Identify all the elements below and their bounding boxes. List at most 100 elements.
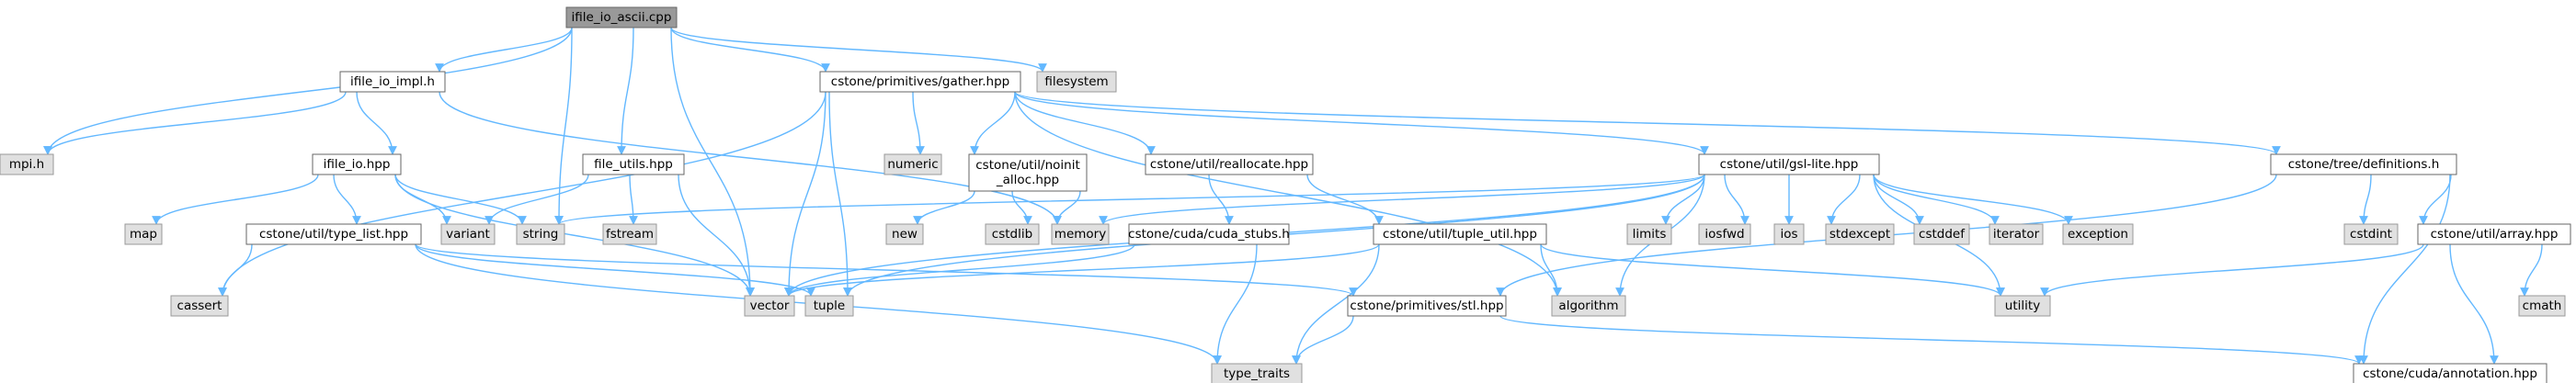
node-tupleutil[interactable]: cstone/util/tuple_util.hpp bbox=[1373, 223, 1547, 245]
node-label: iosfwd bbox=[1704, 227, 1744, 242]
node-filesystem: filesystem bbox=[1036, 71, 1117, 93]
edge-impl-to-mpi bbox=[43, 91, 347, 155]
edge-gather-to-cassert bbox=[218, 91, 826, 297]
edge-tupleutil-to-vector bbox=[784, 243, 1380, 297]
edge-treedef-to-array bbox=[2419, 174, 2452, 225]
node-box bbox=[2518, 295, 2566, 317]
edge-gather-to-noinit bbox=[970, 91, 1016, 155]
edge-treedef-to-annotation bbox=[2359, 174, 2451, 365]
node-ios: ios bbox=[1773, 223, 1805, 245]
node-label: cstone/tree/definitions.h bbox=[2288, 157, 2440, 172]
node-box bbox=[985, 223, 1040, 245]
node-box bbox=[2062, 223, 2134, 245]
node-cudastubs[interactable]: cstone/cuda/cuda_stubs.h bbox=[1128, 223, 1290, 245]
node-box bbox=[582, 153, 685, 175]
node-typelist[interactable]: cstone/util/type_list.hpp bbox=[245, 223, 422, 245]
node-box bbox=[1994, 295, 2051, 317]
edge-fileutils-to-variant bbox=[484, 174, 589, 225]
node-treedef[interactable]: cstone/tree/definitions.h bbox=[2270, 153, 2457, 175]
node-label: cstdlib bbox=[992, 227, 1032, 242]
node-array[interactable]: cstone/util/array.hpp bbox=[2417, 223, 2571, 245]
node-stl[interactable]: cstone/primitives/stl.hpp bbox=[1347, 295, 1507, 317]
node-label: variant bbox=[446, 227, 490, 242]
edge-tupleutil-to-algorithm bbox=[1540, 243, 1562, 297]
node-iosfwd: iosfwd bbox=[1698, 223, 1751, 245]
edge-gsl-to-cstddef bbox=[1873, 174, 1924, 225]
node-box bbox=[245, 223, 422, 245]
edge-gather-to-treedef bbox=[1014, 91, 2281, 155]
edge-fileutils-to-vector bbox=[678, 174, 755, 297]
node-label: ios bbox=[1780, 227, 1797, 242]
node-root: ifile_io_ascii.cpp bbox=[565, 6, 678, 28]
node-label: mpi.h bbox=[9, 157, 44, 172]
edge-tupleutil-to-utility bbox=[1540, 243, 2005, 297]
node-label: cstone/util/reallocate.hpp bbox=[1150, 157, 1308, 172]
node-noinit[interactable]: cstone/util/noinit_alloc.hpp bbox=[968, 153, 1088, 192]
edge-gsl-to-string bbox=[554, 174, 1705, 225]
node-box bbox=[1347, 295, 1507, 317]
edge-ifileio-to-map bbox=[152, 174, 319, 225]
node-label: cstone/cuda/annotation.hpp bbox=[2363, 366, 2537, 381]
node-box bbox=[1913, 223, 1970, 245]
edge-cudastubs-to-typetraits bbox=[1213, 243, 1258, 365]
node-label: type_traits bbox=[1224, 366, 1290, 381]
node-impl[interactable]: ifile_io_impl.h bbox=[339, 71, 446, 93]
node-label: algorithm bbox=[1558, 299, 1618, 313]
node-iterator: iterator bbox=[1989, 223, 2044, 245]
node-box bbox=[602, 223, 657, 245]
node-label: new bbox=[892, 227, 918, 242]
edge-cudastubs-to-vector bbox=[784, 243, 1135, 297]
node-box bbox=[1373, 223, 1547, 245]
edge-gsl-to-iterator bbox=[1873, 174, 2000, 225]
node-label: cmath bbox=[2523, 299, 2562, 313]
node-memory: memory bbox=[1051, 223, 1110, 245]
node-tuple: tuple bbox=[804, 295, 854, 317]
node-label: cstddef bbox=[1919, 227, 1966, 242]
node-label: utility bbox=[2005, 299, 2040, 313]
edge-noinit-to-cstdlib bbox=[1011, 190, 1032, 225]
edge-root-to-impl bbox=[435, 27, 573, 73]
node-box bbox=[124, 223, 163, 245]
node-label: exception bbox=[2068, 227, 2128, 242]
node-label: cstone/util/array.hpp bbox=[2431, 227, 2559, 242]
edge-impl-to-memory bbox=[439, 91, 1062, 225]
node-gather[interactable]: cstone/primitives/gather.hpp bbox=[819, 71, 1021, 93]
edge-root-to-gather bbox=[670, 27, 830, 73]
node-label: cstone/util/tuple_util.hpp bbox=[1383, 227, 1537, 242]
node-box bbox=[1036, 71, 1117, 93]
node-label: limits bbox=[1633, 227, 1667, 242]
node-fileutils[interactable]: file_utils.hpp bbox=[582, 153, 685, 175]
node-fstream: fstream bbox=[602, 223, 657, 245]
node-box bbox=[1698, 153, 1880, 175]
edge-treedef-to-cstdint bbox=[2359, 174, 2372, 225]
node-box bbox=[804, 295, 854, 317]
edges-layer bbox=[43, 27, 2543, 365]
node-label: ifile_io.hpp bbox=[324, 157, 391, 172]
node-box bbox=[1211, 363, 1303, 383]
edge-ifileio-to-string bbox=[394, 174, 527, 225]
node-new: new bbox=[885, 223, 924, 245]
node-ifileio[interactable]: ifile_io.hpp bbox=[312, 153, 402, 175]
node-label: memory bbox=[1054, 227, 1106, 242]
node-box bbox=[968, 153, 1088, 192]
edge-stl-to-annotation bbox=[1499, 315, 2364, 365]
node-gsl[interactable]: cstone/util/gsl-lite.hpp bbox=[1698, 153, 1880, 175]
node-realloc[interactable]: cstone/util/reallocate.hpp bbox=[1145, 153, 1314, 175]
node-box bbox=[885, 223, 924, 245]
node-box bbox=[744, 295, 795, 317]
node-annotation[interactable]: cstone/cuda/annotation.hpp bbox=[2353, 363, 2548, 383]
edge-gsl-to-limits bbox=[1661, 174, 1705, 225]
edge-root-to-vector bbox=[670, 27, 755, 297]
node-box bbox=[1051, 223, 1110, 245]
node-box bbox=[1145, 153, 1314, 175]
node-limits: limits bbox=[1626, 223, 1672, 245]
node-label: cstone/primitives/stl.hpp bbox=[1350, 299, 1503, 313]
node-box bbox=[1773, 223, 1805, 245]
node-box bbox=[1698, 223, 1751, 245]
node-box bbox=[2343, 223, 2399, 245]
edge-root-to-mpi bbox=[43, 27, 573, 155]
node-label: numeric bbox=[887, 157, 938, 172]
edge-gather-to-numeric bbox=[912, 91, 925, 155]
node-map: map bbox=[124, 223, 163, 245]
